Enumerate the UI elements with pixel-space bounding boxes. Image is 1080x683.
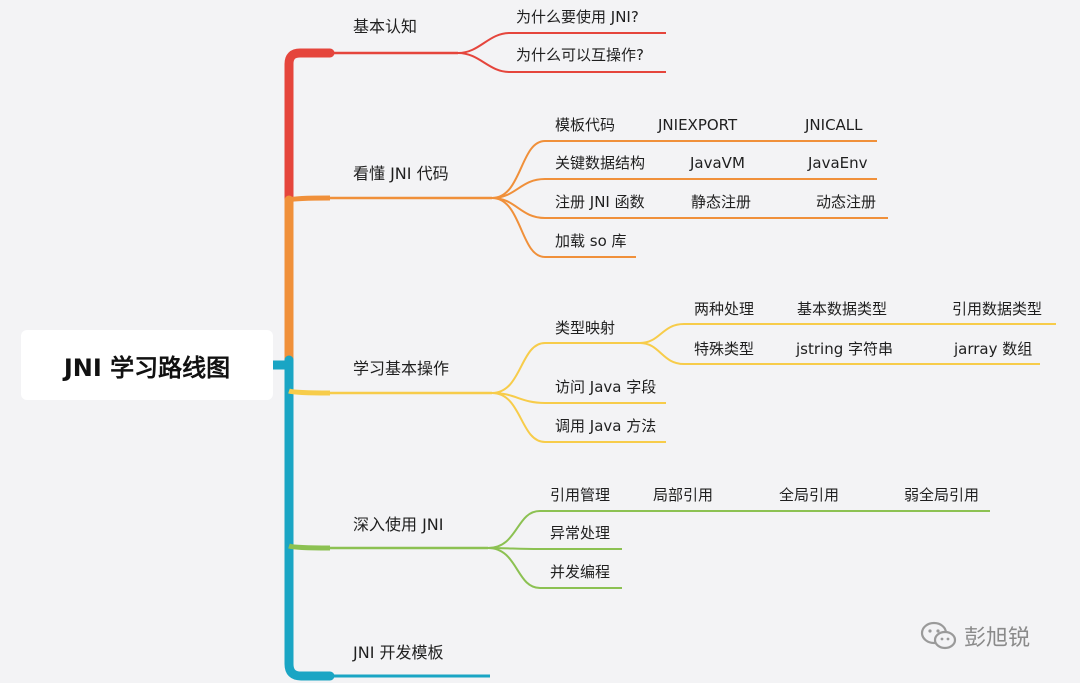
watermark-text: 彭旭锐 (964, 626, 1031, 651)
leaf-key-data-structures: 关键数据结构 (555, 154, 646, 172)
branch2-link-1 (491, 140, 877, 199)
leaf-exception-handling: 异常处理 (550, 524, 611, 542)
branch4-link-2 (487, 547, 622, 550)
branch3-stub (288, 388, 331, 396)
leaf-load-so: 加载 so 库 (555, 232, 627, 250)
watermark: 彭旭锐 (920, 616, 1030, 656)
leaf-javaenv: JavaEnv (808, 154, 868, 172)
wechat-icon (920, 621, 957, 650)
branch-basic-operations: 学习基本操作 (353, 359, 450, 378)
leaf-two-kinds: 两种处理 (694, 300, 755, 318)
branch1-link-a (457, 32, 666, 54)
branch3-sub-a (639, 323, 1056, 344)
leaf-special-types: 特殊类型 (694, 340, 755, 358)
branch4-link-3 (487, 547, 622, 589)
leaf-why-interop: 为什么可以互操作? (516, 46, 644, 64)
branch-basic-knowledge: 基本认知 (353, 17, 418, 36)
branch-read-jni-code: 看懂 JNI 代码 (353, 164, 449, 183)
trunk-teal (284, 355, 335, 681)
leaf-jnicall: JNICALL (805, 116, 863, 134)
leaf-javavm: JavaVM (690, 154, 745, 172)
branch2-link-4 (491, 197, 636, 258)
leaf-reference-types: 引用数据类型 (952, 300, 1043, 318)
leaf-jniexport: JNIEXPORT (658, 116, 738, 134)
branch3-sub-b (639, 342, 1040, 365)
branch3-link-1 (491, 342, 640, 394)
leaf-weak-global-reference: 弱全局引用 (904, 486, 980, 504)
leaf-reference-management: 引用管理 (550, 486, 611, 504)
branch3-link-3 (491, 392, 666, 443)
leaf-jstring: jstring 字符串 (796, 340, 893, 358)
trunk-red (284, 48, 335, 205)
leaf-jarray: jarray 数组 (954, 340, 1033, 358)
leaf-access-java-field: 访问 Java 字段 (555, 378, 657, 396)
leaf-local-reference: 局部引用 (653, 486, 714, 504)
leaf-why-use-jni: 为什么要使用 JNI? (516, 8, 639, 26)
branch1-link-b (457, 52, 666, 73)
branch-advanced-jni: 深入使用 JNI (353, 515, 444, 534)
leaf-concurrency: 并发编程 (550, 563, 611, 581)
root-node (21, 330, 273, 400)
leaf-global-reference: 全局引用 (779, 486, 840, 504)
leaf-primitive-types: 基本数据类型 (797, 300, 888, 318)
leaf-static-register: 静态注册 (691, 193, 752, 211)
branch-dev-template: JNI 开发模板 (353, 643, 444, 662)
root-title: JNI 学习路线图 (63, 353, 231, 382)
branch2-link-2 (491, 178, 877, 199)
leaf-call-java-method: 调用 Java 方法 (555, 417, 657, 435)
leaf-type-mapping: 类型映射 (555, 319, 616, 337)
leaf-template-code: 模板代码 (555, 116, 616, 134)
branch4-link-1 (487, 510, 990, 549)
branch2-stub (288, 195, 331, 203)
branch4-stub (288, 543, 331, 551)
leaf-dynamic-register: 动态注册 (816, 193, 877, 211)
leaf-register-jni-function: 注册 JNI 函数 (555, 193, 645, 211)
